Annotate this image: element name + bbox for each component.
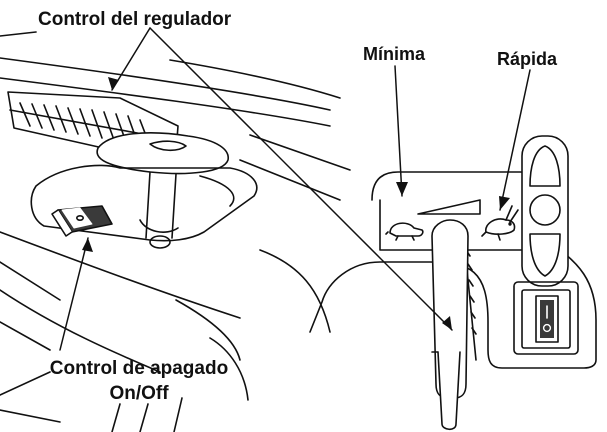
leader-lines [59, 27, 531, 351]
turtle-icon [385, 222, 424, 241]
shutoff-control-label: Control de apagado [49, 358, 229, 379]
minimum-speed-label: Mínima [363, 44, 426, 64]
onoff-switch-right [513, 281, 579, 355]
onoff-switch-left [51, 205, 113, 237]
throttle-control-label: Control del regulador [38, 9, 232, 30]
throttle-lever-left [7, 91, 258, 249]
fast-speed-label: Rápida [497, 49, 558, 69]
shutoff-onoff-label: On/Off [109, 383, 169, 404]
selector-buttons [521, 135, 569, 287]
arrowheads [82, 77, 510, 330]
throttle-lever-right [431, 219, 477, 431]
rabbit-icon [481, 205, 519, 241]
mower-body-outline [0, 31, 351, 432]
